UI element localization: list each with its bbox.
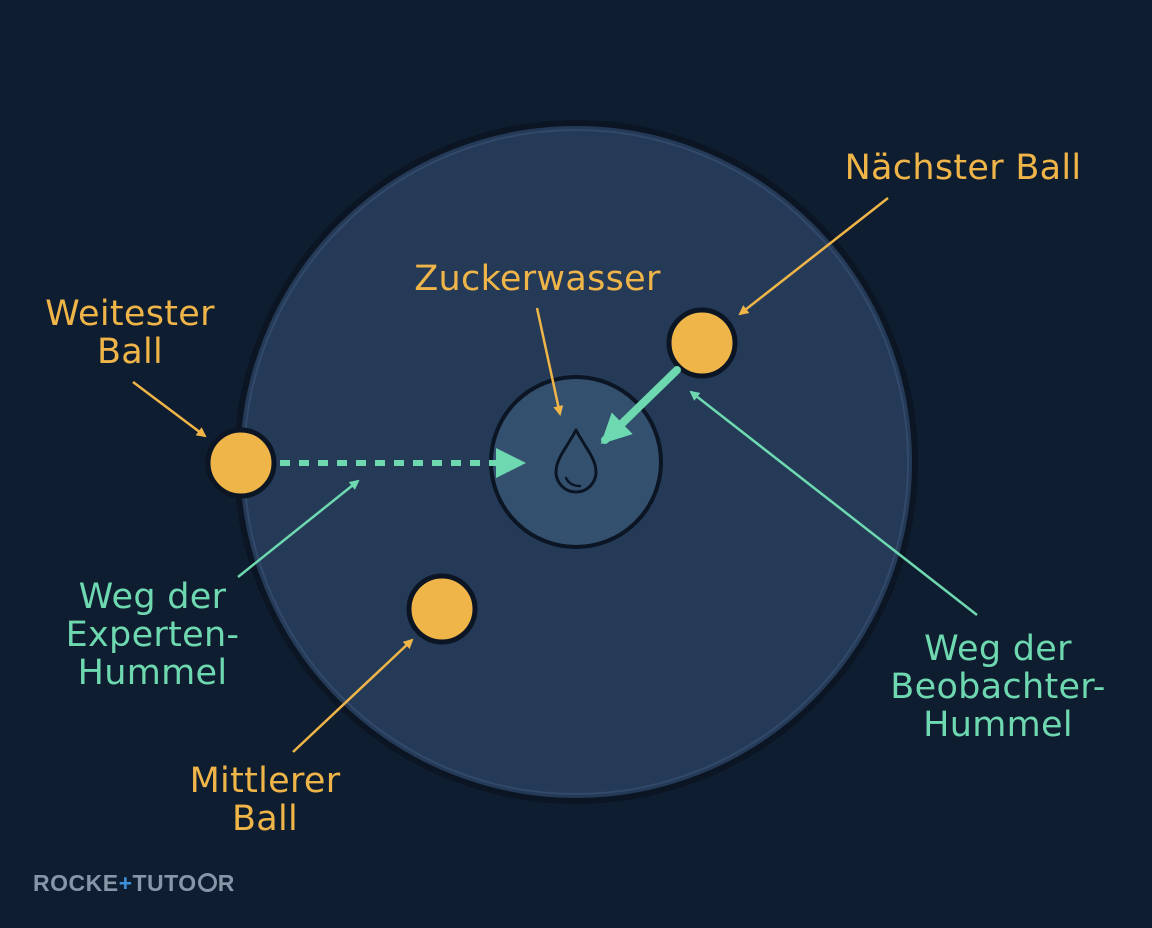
sugar-water-callout-arrow bbox=[535, 307, 564, 416]
observer-path-arrow bbox=[600, 366, 681, 445]
expert-path-label: Weg der Experten- Hummel bbox=[65, 577, 240, 693]
logo-text-left: ROCKE bbox=[33, 870, 119, 896]
target-ring-icon bbox=[197, 873, 217, 892]
observer-path-callout-arrow bbox=[689, 390, 978, 616]
expert-path-callout-arrow bbox=[237, 479, 360, 578]
farthest-ball bbox=[205, 427, 277, 499]
plus-icon: + bbox=[118, 870, 133, 896]
logo-text-right: TUTO bbox=[132, 870, 197, 896]
logo: ROCKE+TUTO R bbox=[33, 870, 235, 897]
nearest-ball-label: Nächster Ball bbox=[844, 148, 1082, 188]
nearest-ball-callout-arrow bbox=[738, 197, 889, 316]
farthest-ball-label: Weitester Ball bbox=[45, 294, 215, 372]
sugar-water-label: Zuckerwasser bbox=[414, 259, 661, 299]
logo-text-r: R bbox=[217, 870, 235, 896]
middle-ball-label: Mittlerer Ball bbox=[189, 761, 341, 839]
middle-ball bbox=[406, 573, 478, 645]
water-drop-icon bbox=[554, 428, 598, 494]
nearest-ball bbox=[666, 307, 738, 379]
middle-ball-callout-arrow bbox=[292, 638, 414, 753]
farthest-ball-callout-arrow bbox=[132, 381, 207, 438]
observer-path-label: Weg der Beobachter- Hummel bbox=[890, 629, 1106, 745]
